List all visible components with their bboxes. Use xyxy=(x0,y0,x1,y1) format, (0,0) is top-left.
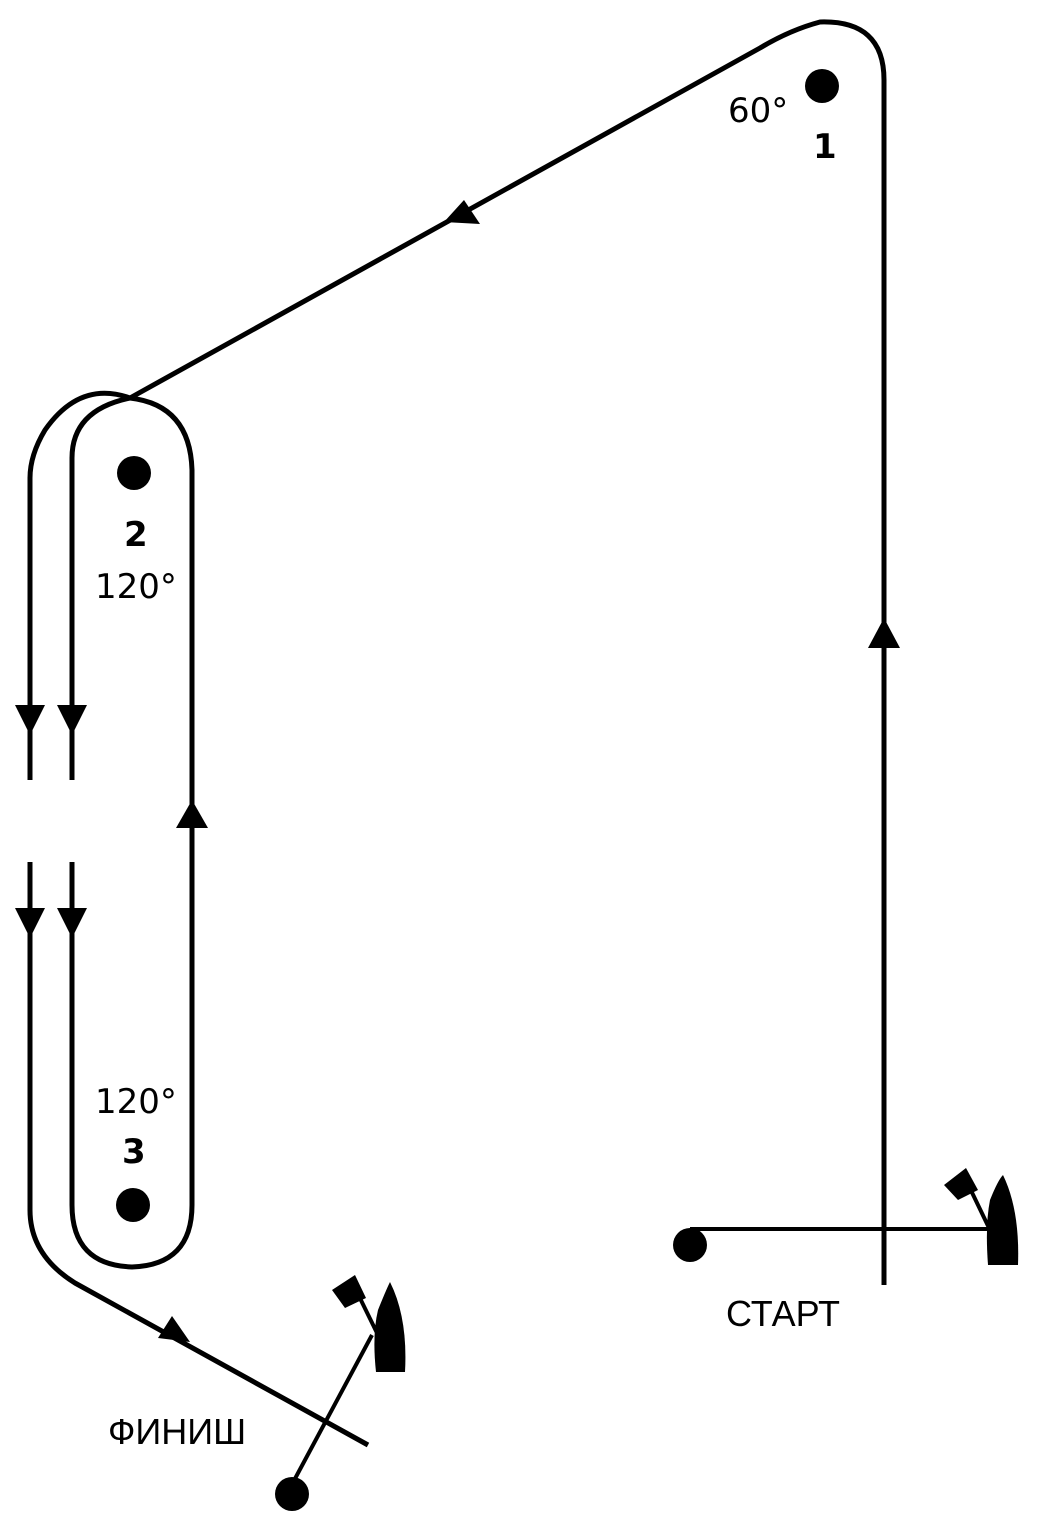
arrow-up-inner xyxy=(176,800,208,828)
mark-3-angle: 120° xyxy=(95,1082,177,1122)
start-boat-icon xyxy=(944,1168,1019,1265)
course-loop-inner xyxy=(69,395,195,1270)
arrow-down-inner-lower xyxy=(57,908,87,938)
arrow-down-outer-lower xyxy=(15,908,45,938)
arrow-down-outer-upper xyxy=(15,705,45,735)
start-label: СТАРТ xyxy=(726,1293,840,1334)
mark-1-angle: 60° xyxy=(728,91,788,131)
finish-boat-icon xyxy=(332,1275,406,1372)
course-leg-outer xyxy=(27,19,887,1285)
mark-2-angle: 120° xyxy=(95,567,177,607)
mark-2-label: 2 xyxy=(124,515,148,555)
mark-1-buoy xyxy=(805,69,839,103)
finish-line xyxy=(288,1334,374,1489)
mark-3-label: 3 xyxy=(122,1132,146,1172)
mark-2-buoy xyxy=(117,456,151,490)
arrow-leg-to-mark-2 xyxy=(444,200,480,224)
start-buoy xyxy=(673,1228,707,1262)
course-leg-outer-lower xyxy=(27,862,370,1448)
mark-1-label: 1 xyxy=(813,127,837,167)
arrow-up-start-leg xyxy=(868,618,900,648)
mark-3-buoy xyxy=(116,1188,150,1222)
finish-label: ФИНИШ xyxy=(108,1411,246,1452)
finish-buoy xyxy=(275,1477,309,1511)
arrow-to-finish xyxy=(158,1316,190,1342)
arrow-down-inner-upper xyxy=(57,705,87,735)
